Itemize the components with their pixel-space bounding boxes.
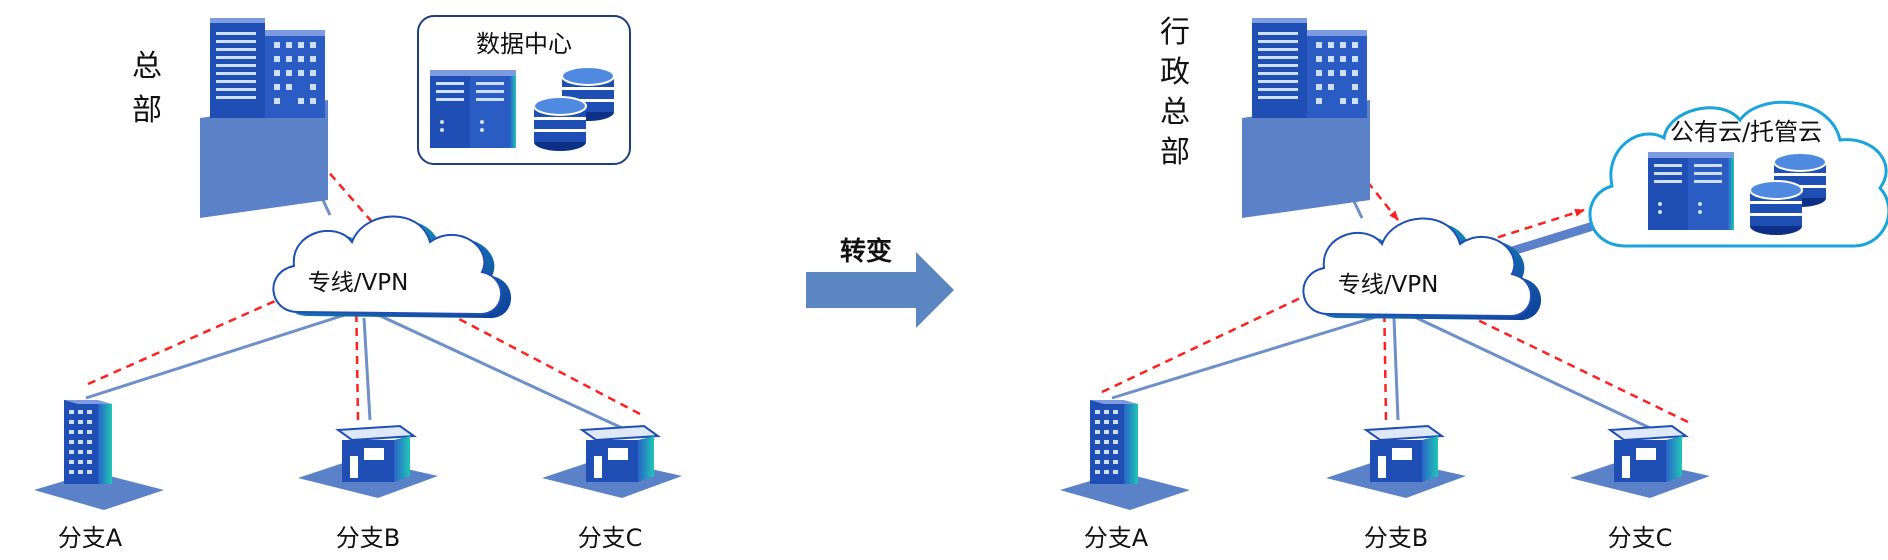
left-flow-arrows (87, 145, 641, 421)
datacenter-box: 数据中心 (417, 15, 631, 165)
flow-to-hq-arrow (305, 145, 373, 223)
hq-label-1: 总 (132, 49, 162, 84)
hq-label-2: 部 (132, 93, 162, 128)
datacenter-label: 数据中心 (476, 30, 572, 58)
admin-hq-label-1: 行 (1160, 15, 1190, 50)
right-branch-b-shop-icon (1325, 425, 1467, 499)
right-branch-c-label: 分支C (1608, 524, 1673, 552)
right-branch-a-building-icon (1060, 400, 1190, 510)
cloud-storage-disk-icon-2 (1749, 180, 1803, 236)
flow-right-branch-b-arrow (1380, 291, 1389, 421)
admin-hq-label-4: 部 (1160, 135, 1190, 170)
cloud-server-rack-icon (1648, 152, 1734, 230)
server-rack-icon (430, 70, 516, 148)
branch-a-link (85, 308, 361, 400)
flow-right-branch-a-arrow (1101, 282, 1331, 394)
right-branch-b-link (1392, 317, 1400, 421)
storage-disk-icon-2 (533, 96, 587, 152)
flow-branch-c-arrow (403, 288, 641, 416)
network-cloud-icon (272, 215, 513, 320)
branch-c-shop-icon (541, 425, 683, 499)
transition: 转变 (806, 236, 954, 328)
network-label: 专线/VPN (308, 270, 409, 296)
right-network-label: 专线/VPN (1338, 272, 1439, 298)
right-panel: 行 政 总 部 公有云/托管云 专线/VPN 分支A 分支B 分支C (1060, 15, 1888, 552)
admin-hq-label-2: 政 (1160, 55, 1190, 90)
branch-c-link (371, 310, 623, 430)
right-flow-arrows (1101, 159, 1689, 424)
public-cloud: 公有云/托管云 (1588, 100, 1888, 248)
admin-hq-label-3: 总 (1160, 95, 1190, 130)
transition-label: 转变 (840, 236, 892, 267)
right-branch-b-label: 分支B (1364, 524, 1428, 552)
right-branch-c-link (1403, 310, 1651, 430)
public-cloud-label: 公有云/托管云 (1670, 118, 1822, 146)
branch-b-label: 分支B (336, 524, 400, 552)
flow-right-branch-c-arrow (1419, 290, 1689, 424)
transition-arrow-icon (806, 252, 954, 328)
right-branch-c-shop-icon (1569, 425, 1711, 499)
left-panel: 总 部 数据中心 专线/VPN 分支A 分支B 分支C (34, 15, 683, 552)
left-links (85, 150, 623, 430)
right-network-cloud-icon (1302, 217, 1543, 322)
branch-b-shop-icon (297, 425, 439, 499)
branch-c-label: 分支C (578, 524, 643, 552)
flow-branch-b-arrow (352, 291, 361, 421)
branch-b-link (362, 317, 372, 421)
branch-a-label: 分支A (58, 524, 123, 552)
admin-hq-building-icon (1242, 18, 1370, 218)
right-branch-a-label: 分支A (1084, 524, 1149, 552)
flow-branch-a-arrow (87, 288, 301, 386)
branch-a-building-icon (34, 400, 164, 510)
hq-building-icon (200, 18, 328, 218)
right-branch-a-link (1111, 310, 1393, 400)
